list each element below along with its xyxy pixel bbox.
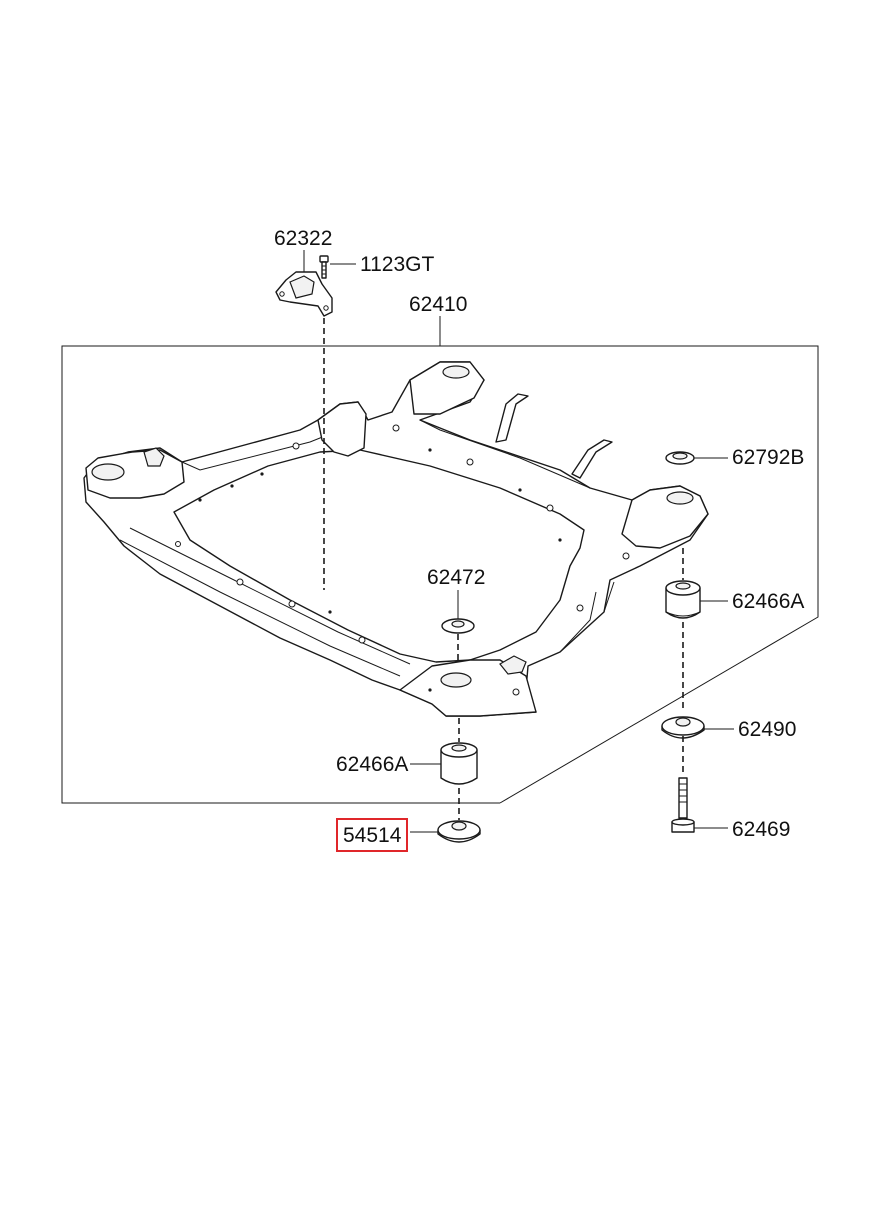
washer-62490 [661,716,705,739]
crossmember-62410 [83,361,709,717]
callout-62469[interactable]: 62469 [732,818,791,841]
bolt-1123gt [319,255,329,279]
callout-1123gt[interactable]: 1123GT [360,253,435,276]
callout-62322[interactable]: 62322 [274,227,333,250]
callout-62466a-left[interactable]: 62466A [336,753,409,776]
bracket-62322 [275,271,333,317]
callout-62792b[interactable]: 62792B [732,446,805,469]
washer-54514 [437,820,481,843]
callout-62410[interactable]: 62410 [409,293,468,316]
callout-62466a-right[interactable]: 62466A [732,590,805,613]
washer-62792b [665,451,695,465]
bushing-62466a-left [440,742,478,785]
bushing-62466a-right [665,580,701,619]
callout-62490[interactable]: 62490 [738,718,797,741]
bolt-62469 [671,777,695,833]
callout-62472[interactable]: 62472 [427,566,486,589]
washer-62472 [441,618,475,634]
callout-54514-highlighted[interactable]: 54514 [336,818,409,852]
